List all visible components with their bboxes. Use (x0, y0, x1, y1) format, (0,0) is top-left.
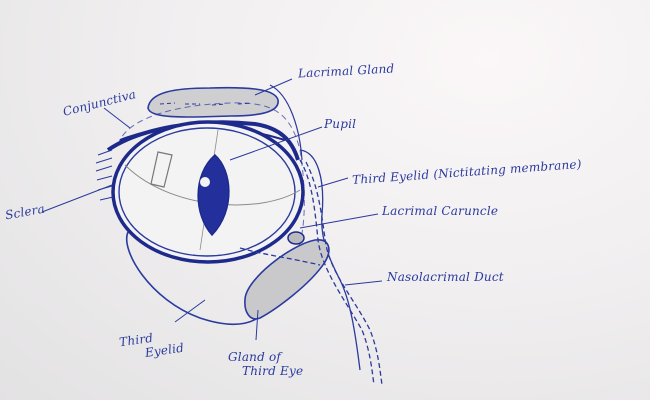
upper-eyelid (106, 120, 300, 161)
nasolacrimal-duct-shape (239, 159, 383, 386)
lacrimal-caruncle-shape (287, 231, 305, 245)
gland-of-third-eye-shape (244, 239, 330, 320)
leader-lines (41, 78, 383, 341)
label-nasolacrimal-duct: Nasolacrimal Duct (387, 270, 504, 284)
pupil-shape (197, 154, 230, 237)
lacrimal-gland-shape (147, 86, 279, 118)
label-gland-of-third-eye: Gland of Third Eye (228, 350, 303, 378)
conjunctiva-outline (117, 102, 305, 261)
label-gland-line1: Gland of (228, 350, 282, 364)
label-lacrimal-caruncle: Lacrimal Caruncle (382, 204, 499, 218)
sclera-hatching (95, 149, 114, 201)
label-pupil: Pupil (324, 117, 357, 131)
label-gland-line2: Third Eye (242, 364, 304, 378)
third-eyelid-outline (125, 231, 263, 325)
